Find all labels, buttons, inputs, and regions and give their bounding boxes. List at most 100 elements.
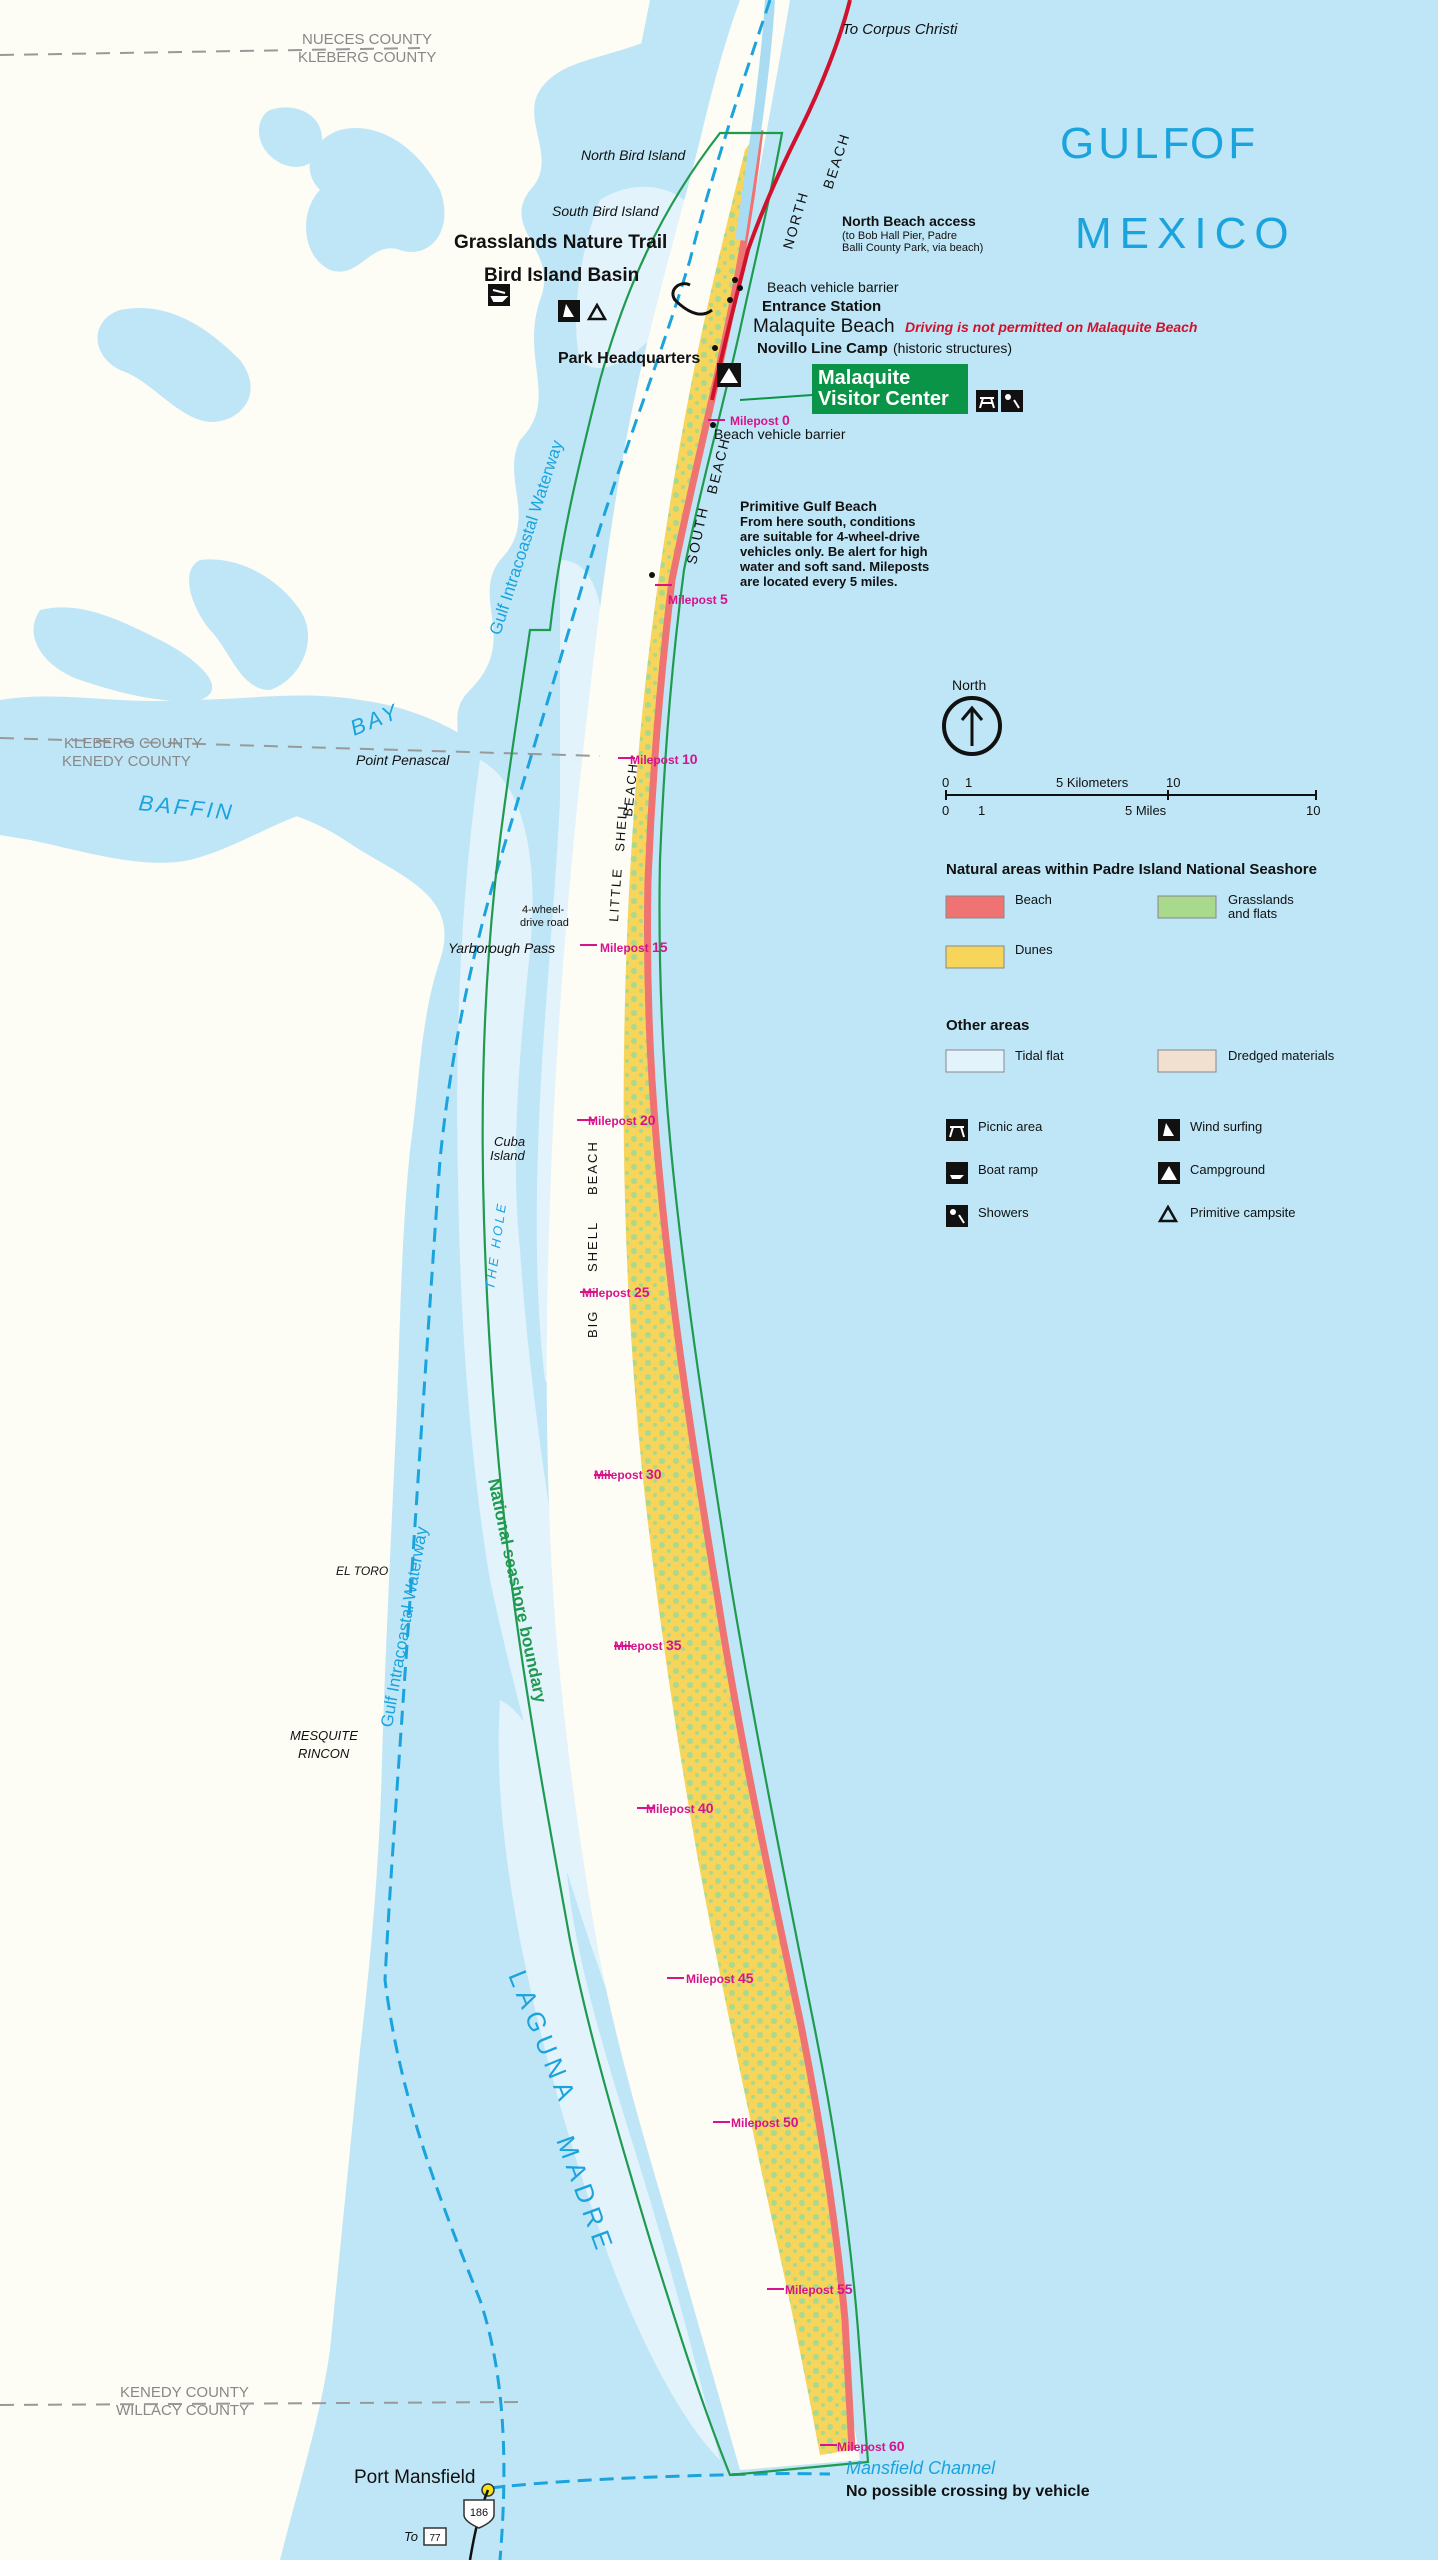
milepost-55-prefix: Milepost xyxy=(785,2283,834,2297)
inland-bay-2 xyxy=(97,308,251,422)
legend-showers-icon xyxy=(946,1205,968,1227)
point-penascal-label: Point Penascal xyxy=(356,752,450,768)
milepost-40-num: 40 xyxy=(698,1800,714,1816)
milepost-5: Milepost 5 xyxy=(668,591,728,607)
to-77-label: To xyxy=(404,2529,418,2544)
primitive-line-4: water and soft sand. Mileposts xyxy=(739,559,929,574)
milepost-25-prefix: Milepost xyxy=(582,1286,631,1300)
south-bird-island-label: South Bird Island xyxy=(552,203,660,219)
gulf-label-2: OF xyxy=(1190,119,1259,168)
visitor-center-label-2: Visitor Center xyxy=(818,388,949,410)
driving-note-label: Driving is not permitted on Malaquite Be… xyxy=(905,319,1197,335)
mansfield-channel-line xyxy=(489,2472,831,2490)
yarborough-label: Yarborough Pass xyxy=(448,940,555,956)
hwy-77-shield: 77 xyxy=(423,2527,447,2546)
milepost-45-prefix: Milepost xyxy=(686,1972,735,1986)
big-shell-2: SHELL xyxy=(585,1221,600,1272)
scale-km-1: 1 xyxy=(965,775,972,790)
scale-mi-1: 1 xyxy=(978,803,985,818)
mesquite-label-1: MESQUITE xyxy=(290,1728,358,1743)
legend-beach-swatch xyxy=(945,895,1005,919)
bird-island-basin-label: Bird Island Basin xyxy=(484,265,639,286)
milepost-40: Milepost 40 xyxy=(646,1800,714,1816)
seashore-boundary xyxy=(481,131,870,2477)
primitive-title: Primitive Gulf Beach xyxy=(740,498,877,514)
milepost-35-prefix: Milepost xyxy=(614,1639,663,1653)
milepost-15: Milepost 15 xyxy=(600,939,668,955)
laguna-madre-water xyxy=(404,0,780,2560)
kleberg-county-top-label: KLEBERG COUNTY xyxy=(298,49,436,66)
milepost-55-num: 55 xyxy=(837,2281,853,2297)
svg-text:Milepost 30: Milepost 30 xyxy=(594,1466,662,1482)
visitor-center-box xyxy=(812,364,968,414)
north-beach-note-1: (to Bob Hall Pier, Padre xyxy=(842,230,957,242)
no-crossing-label: No possible crossing by vehicle xyxy=(846,2483,1090,2500)
picnic-icon xyxy=(976,390,998,412)
little-shell-2: SHELL xyxy=(612,800,631,852)
novillo-note-label: (historic structures) xyxy=(893,340,1012,356)
legend-dunes-swatch xyxy=(945,945,1005,969)
milepost-60-num: 60 xyxy=(889,2438,905,2454)
milepost-30-num: 30 xyxy=(646,1466,662,1482)
big-shell-3: BEACH xyxy=(585,1140,600,1195)
nueces-county-label: NUECES COUNTY xyxy=(302,31,432,48)
mainland xyxy=(0,0,660,772)
malaquite-beach-label: Malaquite Beach xyxy=(753,316,895,337)
milepost-40-prefix: Milepost xyxy=(646,1802,695,1816)
svg-text:Milepost 60: Milepost 60 xyxy=(837,2438,905,2454)
visitor-center-label-1: Malaquite xyxy=(818,367,910,389)
scale-bar xyxy=(945,790,1317,800)
visitor-center-leader xyxy=(739,394,813,401)
scale-km-10: 10 xyxy=(1166,775,1180,790)
legend-dredged-swatch xyxy=(1157,1049,1217,1073)
legend-wind-surfing-icon xyxy=(1158,1119,1180,1141)
primitive-line-3: vehicles only. Be alert for high xyxy=(740,544,928,559)
mainland-south xyxy=(0,800,445,2560)
milepost-10: Milepost 10 xyxy=(630,751,698,767)
mansfield-channel-label: Mansfield Channel xyxy=(846,2458,996,2478)
milepost-60: Milepost 60 xyxy=(837,2438,905,2454)
milepost-20-prefix: Milepost xyxy=(588,1114,637,1128)
hwy-186-label: 186 xyxy=(470,2507,488,2519)
beach-strip xyxy=(644,129,856,2451)
svg-text:Milepost 20: Milepost 20 xyxy=(588,1112,656,1128)
svg-text:Milepost 15: Milepost 15 xyxy=(600,939,668,955)
scale-km-0: 0 xyxy=(942,775,949,790)
big-shell-1: BIG xyxy=(585,1310,600,1338)
park-road xyxy=(710,0,852,401)
svg-text:Milepost 45: Milepost 45 xyxy=(686,1970,754,1986)
legend-wind-label: Wind surfing xyxy=(1190,1119,1262,1134)
legend-natural-title: Natural areas within Padre Island Nation… xyxy=(946,861,1317,878)
tidal-flats-south xyxy=(498,1700,720,2460)
legend-grasslands-label-1: Grasslands xyxy=(1228,892,1294,907)
park-hq-label: Park Headquarters xyxy=(558,350,700,367)
primitive-line-2: are suitable for 4-wheel-drive xyxy=(740,529,920,544)
milepost-0-num: 0 xyxy=(782,412,790,428)
kenedy-county-mid-label: KENEDY COUNTY xyxy=(62,753,191,770)
gulf-label-1: GULF xyxy=(1060,119,1193,168)
to-corpus-label: To Corpus Christi xyxy=(842,21,958,38)
four-wheel-label-1: 4-wheel- xyxy=(522,904,565,916)
milepost-15-prefix: Milepost xyxy=(600,941,649,955)
entrance-station-label: Entrance Station xyxy=(762,298,881,315)
milepost-25: Milepost 25 xyxy=(582,1284,650,1300)
scale-mi-0: 0 xyxy=(942,803,949,818)
county-line-kleberg-kenedy xyxy=(0,737,601,757)
scale-mi-10: 10 xyxy=(1306,803,1320,818)
north-bird-island-label: North Bird Island xyxy=(581,147,686,163)
county-line-kenedy-willacy xyxy=(0,2401,521,2406)
poi-dots xyxy=(649,277,743,578)
legend-picnic-icon xyxy=(946,1119,968,1141)
primitive-line-5: are located every 5 miles. xyxy=(740,574,898,589)
north-beach-text-1: NORTH xyxy=(780,189,812,251)
north-beach-note-2: Balli County Park, via beach) xyxy=(842,242,983,254)
hwy-77-label: 77 xyxy=(429,2533,441,2544)
milepost-15-num: 15 xyxy=(652,939,668,955)
beach-vehicle-barrier-top-label: Beach vehicle barrier xyxy=(767,279,899,295)
north-label: North xyxy=(952,677,986,693)
milepost-55: Milepost 55 xyxy=(785,2281,853,2297)
legend-tidal-label: Tidal flat xyxy=(1015,1048,1064,1063)
north-beach-text-2: BEACH xyxy=(820,131,853,191)
svg-text:Milepost 25: Milepost 25 xyxy=(582,1284,650,1300)
